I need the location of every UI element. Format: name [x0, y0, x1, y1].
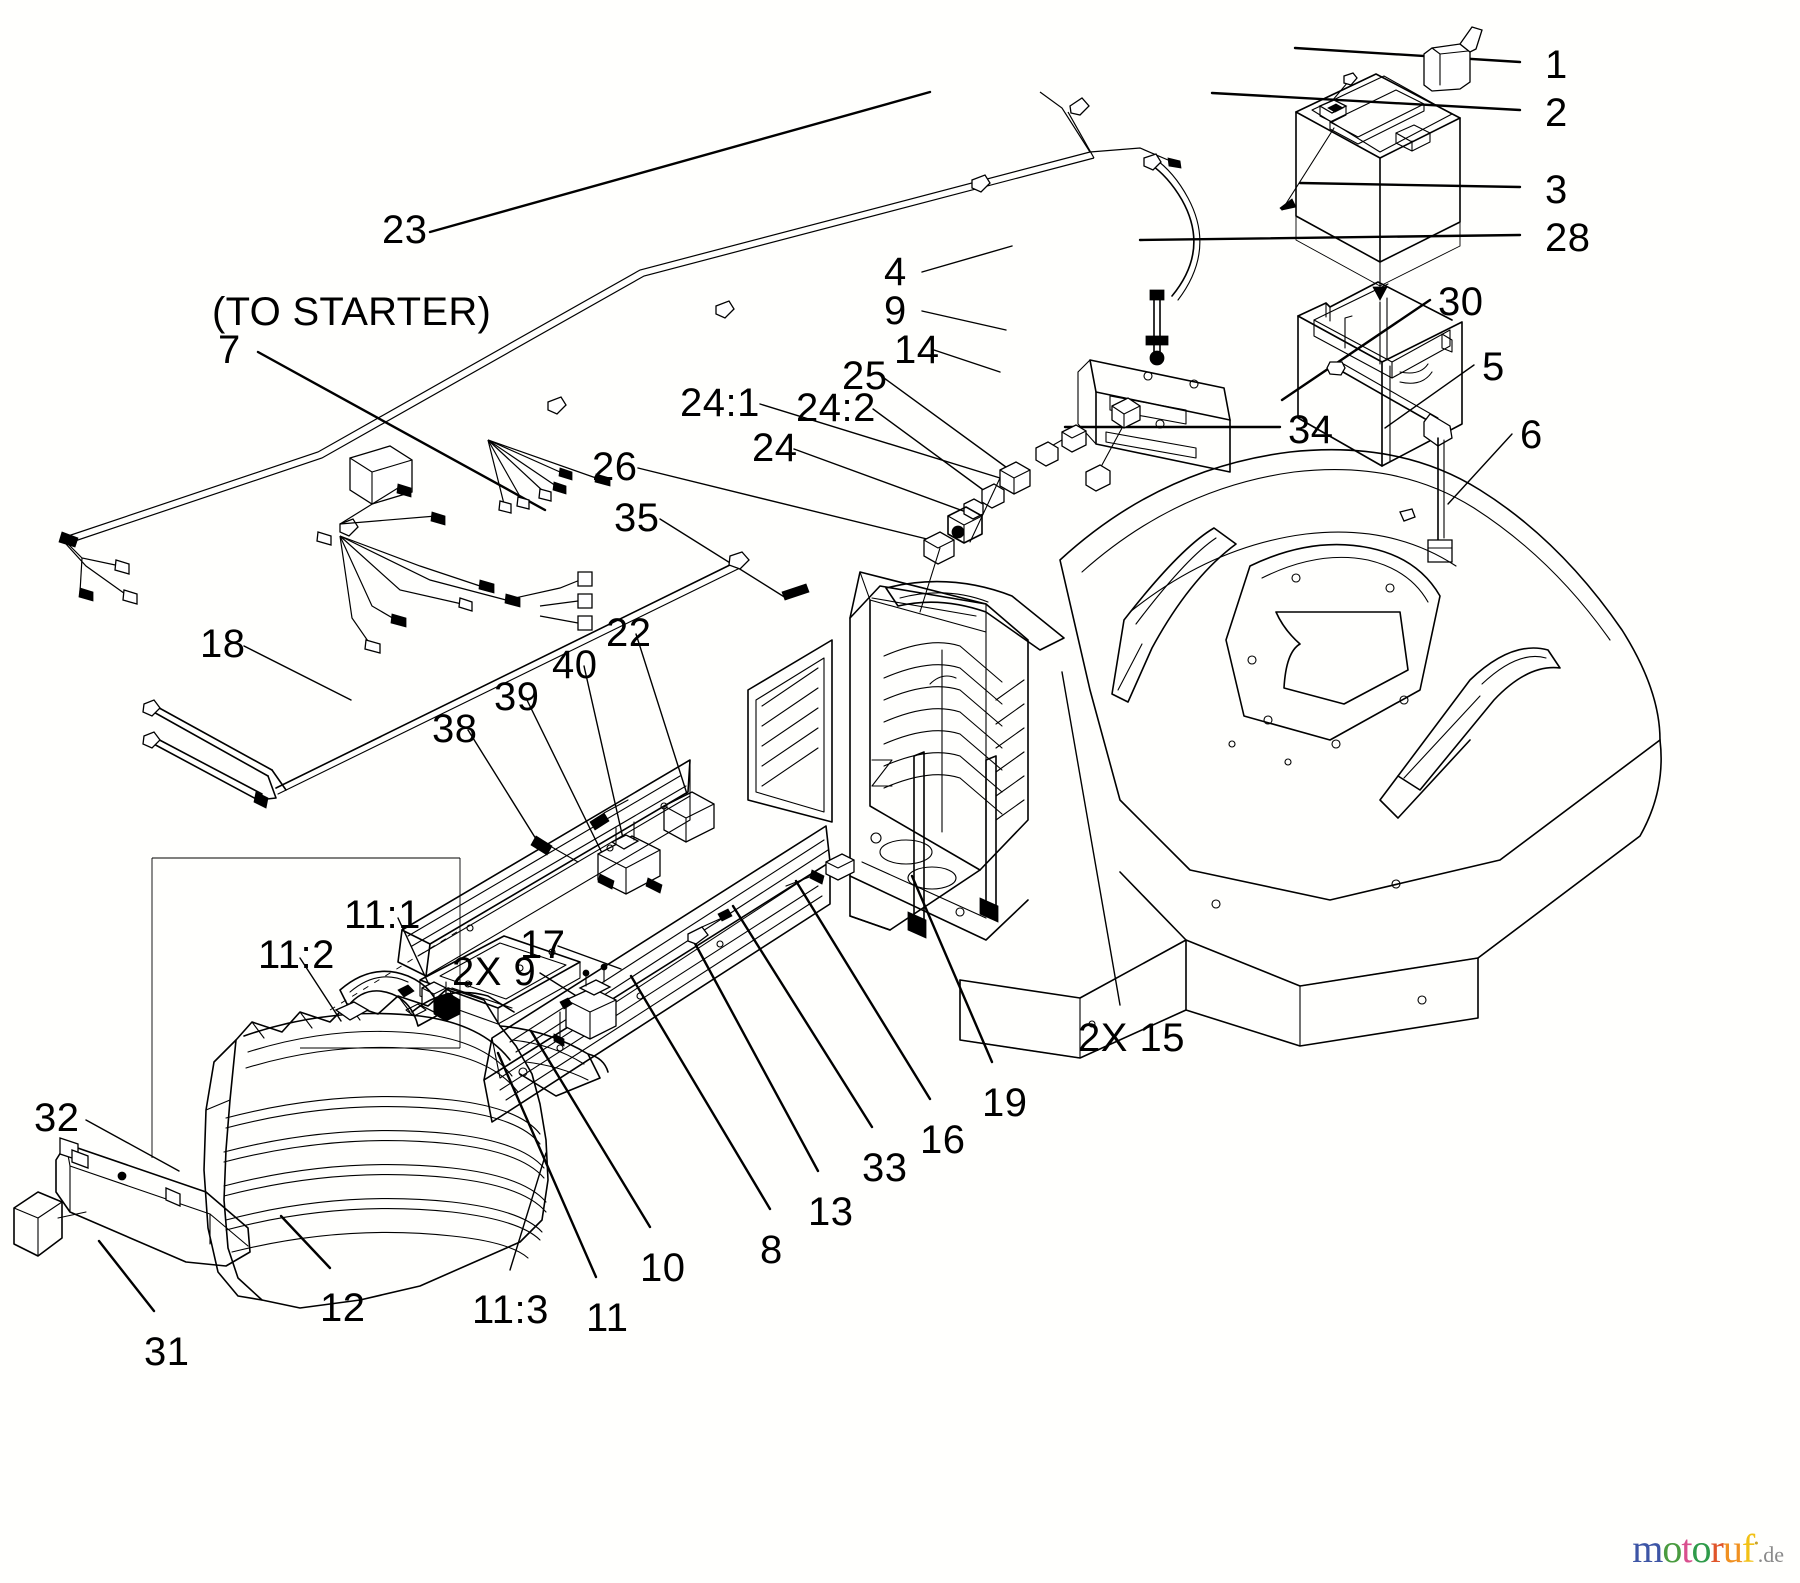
motoruf-watermark: motoruf•.de [1632, 1526, 1784, 1571]
callout-13: 13 [808, 1190, 854, 1234]
callout-1: 1 [1545, 43, 1568, 87]
callout-23: 23 [382, 208, 428, 252]
callout-11-1: 11:1 [344, 893, 421, 937]
callout-33: 33 [862, 1146, 908, 1190]
battery-assembly [1279, 26, 1483, 301]
callout-39: 39 [494, 675, 540, 719]
frame-rail [483, 791, 831, 1123]
hood-hinge-fasteners [919, 153, 1231, 613]
callout-4: 4 [884, 250, 907, 294]
callout-17: 17 [520, 923, 566, 967]
callout-7: 7 [218, 328, 241, 372]
hood-and-body [959, 448, 1662, 1059]
callout-3: 3 [1545, 168, 1568, 212]
callout-26: 26 [592, 445, 638, 489]
dash-bracket-and-rail [397, 759, 691, 1025]
callout-12: 12 [320, 1286, 366, 1330]
callout-38: 38 [432, 707, 478, 751]
callout-2x-15: 2X 15 [1078, 1016, 1186, 1060]
grille-assembly [203, 970, 609, 1309]
callout-9: 9 [884, 289, 907, 333]
callout-11-2: 11:2 [258, 933, 335, 977]
front-bumper [13, 1137, 251, 1267]
callout-34: 34 [1288, 408, 1334, 452]
dash-panel-tower [747, 571, 1065, 941]
callout-24: 24 [752, 426, 798, 470]
callout-10: 10 [640, 1246, 686, 1290]
callout-11: 11 [586, 1296, 629, 1340]
callout-6: 6 [1520, 413, 1543, 457]
wiring-harness [58, 91, 1182, 654]
callout-16: 16 [920, 1118, 966, 1162]
callout-2: 2 [1545, 91, 1568, 135]
callout-35: 35 [614, 496, 660, 540]
callout-19: 19 [982, 1081, 1028, 1125]
callout-2x-9: 2X 9 [452, 950, 537, 994]
callout-24-1: 24:1 [680, 381, 760, 425]
callout-5: 5 [1482, 345, 1505, 389]
callout-8: 8 [760, 1228, 783, 1272]
callout-24-2: 24:2 [796, 386, 876, 430]
callout-18: 18 [200, 622, 246, 666]
callout-22: 22 [606, 611, 652, 655]
callout-31: 31 [144, 1330, 190, 1374]
callout-25: 25 [842, 354, 888, 398]
callout-11-3: 11:3 [472, 1288, 549, 1332]
leader-lines [85, 46, 1522, 1313]
ignition-switch [151, 857, 733, 1158]
support-rod [142, 551, 810, 809]
callout-32: 32 [34, 1096, 80, 1140]
callout-14: 14 [894, 328, 940, 372]
callout-30: 30 [1438, 280, 1484, 324]
callout-28: 28 [1545, 216, 1591, 260]
to-starter-note: (TO STARTER) [212, 290, 492, 334]
battery-tray [1297, 281, 1463, 467]
callout-40: 40 [552, 643, 598, 687]
